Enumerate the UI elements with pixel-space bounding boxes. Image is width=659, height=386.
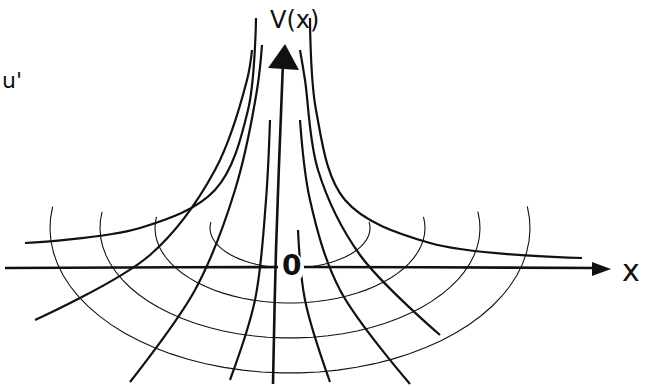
axis-label: V(x) <box>270 8 319 32</box>
fragment-label: u' <box>2 70 22 92</box>
potential-curve <box>25 18 256 243</box>
v-arrowhead <box>268 44 299 70</box>
potential-curve <box>300 50 440 335</box>
origin-patch <box>278 252 304 284</box>
potential-curve <box>35 50 252 320</box>
potential-curve <box>310 18 582 258</box>
axis-label: x <box>622 256 640 286</box>
potential-curve <box>298 230 330 382</box>
origin-label: 0 <box>282 252 301 280</box>
potential-curve <box>230 120 270 380</box>
v-axis <box>273 62 283 384</box>
x-arrowhead <box>592 262 611 276</box>
potential-curve <box>130 45 262 382</box>
